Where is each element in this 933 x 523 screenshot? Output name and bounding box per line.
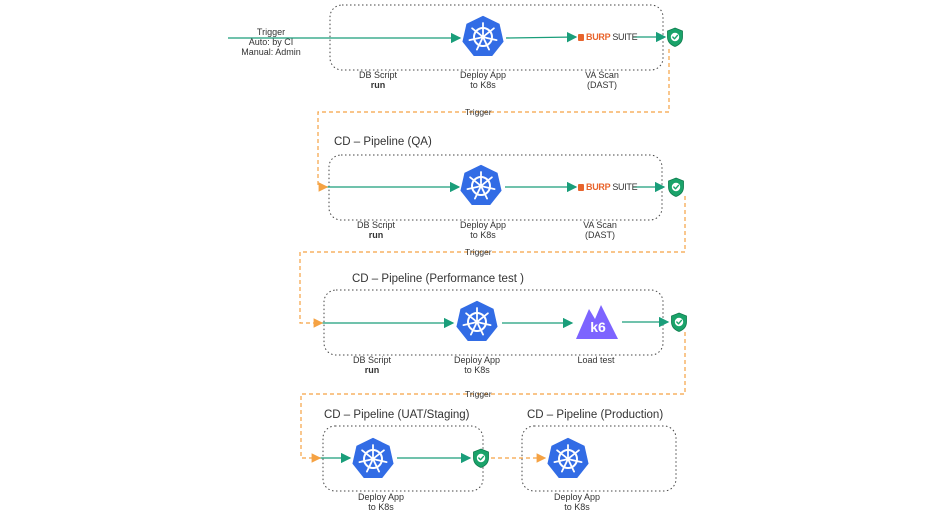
va-scan-label: VA Scan(DAST) bbox=[583, 220, 617, 240]
qa-pipeline-title: CD – Pipeline (QA) bbox=[334, 136, 432, 148]
va-scan-label: VA Scan(DAST) bbox=[585, 70, 619, 90]
trigger-label-1: Trigger bbox=[465, 107, 492, 117]
prod-pipeline-title: CD – Pipeline (Production) bbox=[527, 409, 664, 421]
perf-pipeline-title: CD – Pipeline (Performance test ) bbox=[352, 273, 524, 285]
trigger-label-2: Trigger bbox=[465, 247, 492, 257]
shield-check-icon bbox=[670, 312, 688, 333]
k6-logo-icon: k6 bbox=[576, 305, 618, 339]
kubernetes-icon bbox=[350, 436, 396, 480]
kubernetes-icon bbox=[545, 436, 591, 480]
kubernetes-icon bbox=[454, 299, 500, 343]
trigger-connector-2 bbox=[299, 196, 686, 328]
burp-mark-icon bbox=[578, 33, 584, 41]
shield-check-icon bbox=[472, 448, 490, 469]
trigger-start-line1: Trigger bbox=[256, 27, 286, 37]
trigger-start-label: Trigger Auto: by CI Manual: Admin bbox=[236, 27, 306, 57]
trigger-connector-1 bbox=[317, 49, 670, 192]
arrow-k8s-to-burp-1 bbox=[505, 31, 578, 43]
trigger-label-3: Trigger bbox=[465, 389, 492, 399]
k6-label: k6 bbox=[590, 319, 606, 335]
kubernetes-icon bbox=[458, 163, 504, 207]
trigger-start-line3: Manual: Admin bbox=[241, 47, 301, 57]
shield-check-icon bbox=[666, 27, 684, 48]
pipeline-box-prod bbox=[521, 425, 677, 492]
trigger-start-line2: Auto: by CI bbox=[248, 37, 294, 47]
pipeline-box-uat bbox=[322, 425, 484, 492]
uat-pipeline-title: CD – Pipeline (UAT/Staging) bbox=[324, 409, 470, 421]
pipeline-box-perf bbox=[323, 289, 664, 356]
load-test-label: Load test bbox=[577, 355, 615, 365]
burp-mark-icon bbox=[578, 183, 584, 191]
trigger-connector-3 bbox=[300, 332, 686, 463]
shield-check-icon bbox=[667, 177, 685, 198]
kubernetes-icon bbox=[460, 14, 506, 58]
